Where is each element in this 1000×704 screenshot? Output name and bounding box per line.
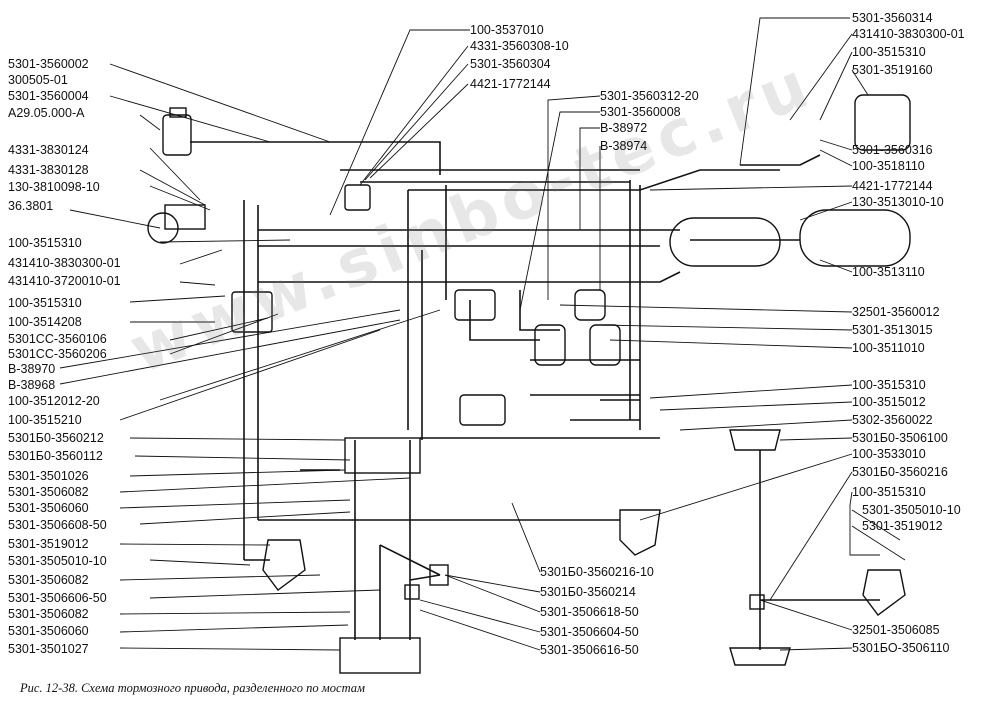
leader-lines — [59, 17, 906, 651]
top-center-labels-item: B-38974 — [600, 139, 648, 153]
right-labels-item: 5301-3513015 — [852, 323, 933, 337]
right-labels-item: 5301-3505010-10 — [862, 503, 961, 517]
left-labels-item: B-38968 — [8, 378, 56, 392]
compressor — [162, 114, 192, 156]
top-center-labels-item: 5301-3560008 — [600, 105, 681, 119]
left-labels-item: 36.3801 — [8, 199, 54, 213]
right-labels-item: 100-3533010 — [852, 447, 926, 461]
bottom-center-labels-item: 5301-3506604-50 — [540, 625, 639, 639]
left-labels-item: 5301-3501027 — [8, 642, 89, 656]
bottom-center-labels-item: 32501-3506085 — [852, 623, 940, 637]
left-labels-item: 5301CC-3560106 — [8, 332, 107, 346]
left-labels-item: 5301-3501026 — [8, 469, 89, 483]
left-labels-item: 5301-3506082 — [8, 485, 89, 499]
left-labels-item: 5301-3506082 — [8, 573, 89, 587]
brake-regulator — [619, 509, 661, 556]
bottom-center-labels-item: 5301-3506618-50 — [540, 605, 639, 619]
receiver-2 — [799, 209, 911, 267]
left-labels-item: 100-3515310 — [8, 296, 82, 310]
brake-chamber-front — [854, 94, 911, 151]
right-labels-item: 100-3515310 — [852, 45, 926, 59]
left-labels-item: 5301Б0-3560212 — [8, 431, 104, 445]
right-labels-item: 100-3511010 — [852, 341, 925, 355]
left-labels-item: 130-3810098-10 — [8, 180, 100, 194]
left-labels-item: 5301-3506082 — [8, 607, 89, 621]
top-center-labels-item: B-38972 — [600, 121, 648, 135]
left-labels-item: 5301-3560002 — [8, 57, 89, 71]
components — [147, 94, 911, 674]
right-labels-item: 5301-3560316 — [852, 143, 933, 157]
receiver-1 — [669, 217, 781, 267]
left-labels-item: 5301-3506060 — [8, 501, 89, 515]
left-labels-item: 4331-3830128 — [8, 163, 89, 177]
bottom-center-labels-item: 5301Б0-3560216-10 — [540, 565, 654, 579]
top-center-labels-item: 5301-3560304 — [470, 57, 551, 71]
right-labels-item: 5301-3519012 — [862, 519, 943, 533]
right-labels-item: 5301Б0-3560216 — [852, 465, 948, 479]
right-labels-item: 100-3518110 — [852, 159, 925, 173]
right-labels-item: 5301Б0-3506100 — [852, 431, 948, 445]
left-labels-item: 100-3515210 — [8, 413, 82, 427]
left-labels-item: 4331-3830124 — [8, 143, 89, 157]
front-left-chamber — [262, 539, 306, 591]
left-labels-item: A29.05.000-A — [8, 106, 85, 120]
bottom-center-labels-item: 5301-3506616-50 — [540, 643, 639, 657]
left-labels-item: B-38970 — [8, 362, 56, 376]
bottom-center-labels-item: 5301БО-3506110 — [852, 641, 950, 655]
left-labels-item: 5301-3560004 — [8, 89, 89, 103]
left-labels-item: 100-3514208 — [8, 315, 82, 329]
left-labels-item: 5301-3519012 — [8, 537, 89, 551]
left-labels-item: 431410-3720010-01 — [8, 274, 121, 288]
right-labels-item: 100-3515310 — [852, 378, 926, 392]
left-labels-item: 300505-01 — [8, 73, 68, 87]
left-labels-item: 100-3512012-20 — [8, 394, 100, 408]
right-labels-item: 100-3513110 — [852, 265, 925, 279]
left-labels-item: 5301-3506608-50 — [8, 518, 107, 532]
top-center-labels-item: 100-3537010 — [470, 23, 544, 37]
right-labels-item: 100-3515310 — [852, 485, 926, 499]
top-center-labels-item: 4421-1772144 — [470, 77, 551, 91]
right-labels-item: 4421-1772144 — [852, 179, 933, 193]
right-labels-item: 32501-3560012 — [852, 305, 940, 319]
rear-brake-cylinder-2 — [339, 637, 421, 674]
left-labels-item: 5301-3506060 — [8, 624, 89, 638]
right-labels-item: 5301-3519160 — [852, 63, 933, 77]
top-center-labels-item: 4331-3560308-10 — [470, 39, 569, 53]
left-labels-item: 5301-3506606-50 — [8, 591, 107, 605]
right-labels-item: 100-3515012 — [852, 395, 926, 409]
bottom-center-labels-item: 5301Б0-3560214 — [540, 585, 636, 599]
right-labels-item: 5302-3560022 — [852, 413, 933, 427]
left-labels-item: 5301-3505010-10 — [8, 554, 107, 568]
top-center-labels-item: 5301-3560312-20 — [600, 89, 699, 103]
left-labels-item: 5301Б0-3560112 — [8, 449, 103, 463]
generator — [147, 212, 179, 244]
front-right-chamber — [862, 569, 906, 616]
right-labels-item: 130-3513010-10 — [852, 195, 944, 209]
right-labels-item: 5301-3560314 — [852, 11, 933, 25]
left-labels-item: 431410-3830300-01 — [8, 256, 121, 270]
left-labels-item: 5301CC-3560206 — [8, 347, 107, 361]
left-labels-item: 100-3515310 — [8, 236, 82, 250]
pipe-lines — [190, 141, 880, 650]
right-labels-item: 431410-3830300-01 — [852, 27, 965, 41]
rear-brake-cylinder-1 — [344, 437, 421, 474]
figure-caption: Рис. 12-38. Схема тормозного привода, ра… — [20, 681, 365, 695]
